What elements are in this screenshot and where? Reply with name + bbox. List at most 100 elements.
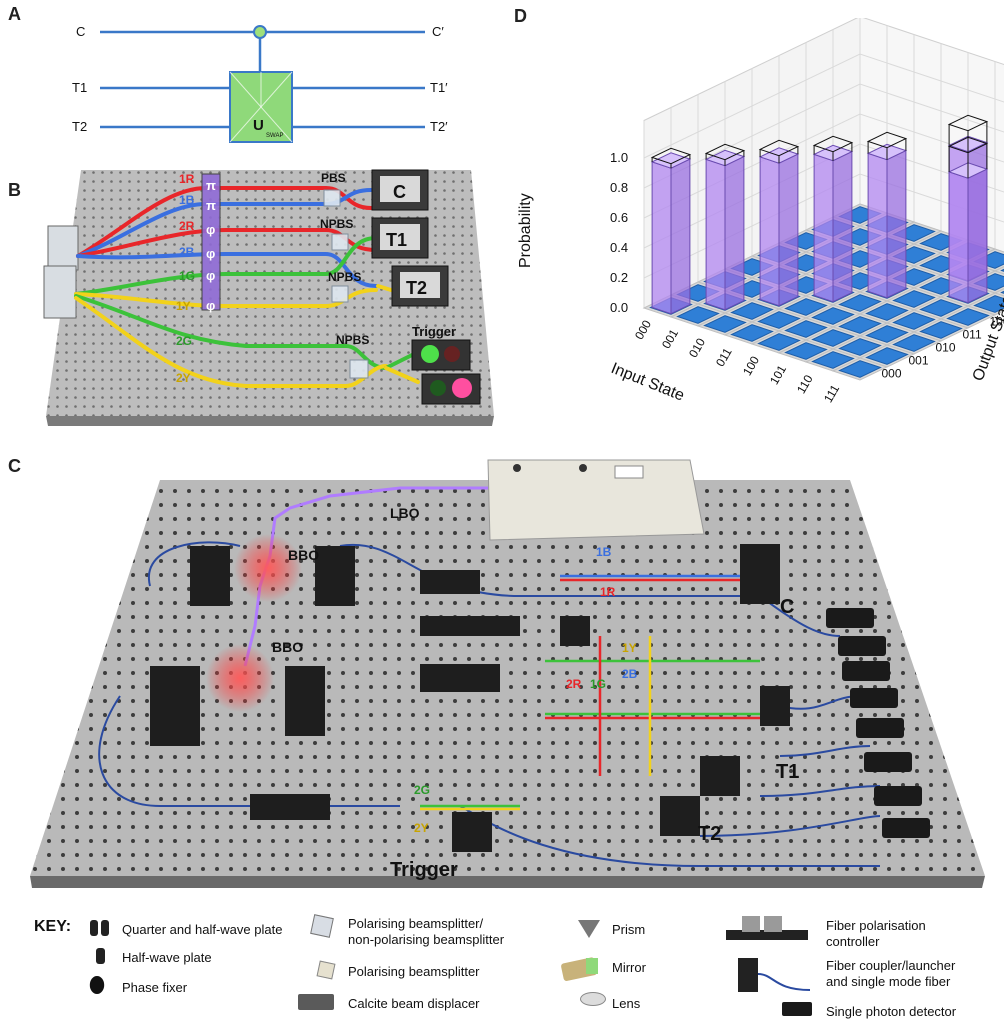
- chart-floor-tile: [892, 312, 936, 330]
- label-lbo: LBO: [390, 505, 420, 521]
- detector-t2: T2: [391, 265, 449, 307]
- detector-t1: T1: [371, 217, 429, 259]
- panel-a-letter: A: [8, 4, 21, 24]
- chart-floor-tile: [757, 333, 801, 351]
- key-item-prism: Prism: [612, 922, 646, 937]
- panel-c-letter: C: [8, 456, 21, 476]
- plate-symbol-6: φ: [206, 298, 215, 313]
- key-item-quarter-half: Quarter and half-wave plate: [122, 922, 283, 937]
- lens-icon: [580, 992, 606, 1006]
- beam-1b: [76, 188, 373, 258]
- chart-floor-tile: [919, 321, 963, 339]
- beam-label-1y: 1Y: [176, 299, 191, 313]
- trigger-detector-lower: [421, 373, 481, 405]
- output-label-t2: T2′: [430, 119, 448, 134]
- chart-floor-tile: [1000, 268, 1004, 272]
- label-2y: 2Y: [414, 821, 429, 835]
- chart-floor-tile: [811, 329, 855, 347]
- chart-floor-tile: [838, 294, 882, 312]
- x-tick-label: 111: [821, 382, 842, 405]
- label-t2: T2: [698, 823, 721, 845]
- z-tick-label: 0.0: [610, 300, 628, 315]
- key-item-detector: Single photon detector: [826, 1004, 957, 1019]
- y-tick-label: 010: [936, 341, 956, 355]
- prism-icon: [578, 920, 600, 938]
- beam-label-1b: 1B: [179, 193, 195, 207]
- key-item-pbs: Polarising beamsplitter: [348, 964, 480, 979]
- label-1y: 1Y: [622, 641, 637, 655]
- fiber-controller-icon: [726, 916, 808, 940]
- key-item-half: Half-wave plate: [122, 950, 212, 965]
- plate-symbol-5: φ: [206, 268, 215, 283]
- chart-floor-tile: [730, 324, 774, 342]
- beam-label-2g: 2G: [176, 334, 192, 348]
- detector-c: C: [371, 169, 429, 211]
- chart-floor-tile: [676, 306, 720, 324]
- z-tick-label: 0.6: [610, 210, 628, 225]
- y-tick-label: 000: [882, 367, 902, 381]
- chart-floor-tile: [865, 325, 909, 343]
- output-label-c: C′: [432, 24, 444, 39]
- z-tick-label: 0.2: [610, 270, 628, 285]
- chart-floor-tile: [757, 311, 801, 329]
- experimental-bench: LBO BBO BBO 1B 1R C 1Y 2B 2R 1G T1 T2 2G…: [30, 459, 985, 888]
- y-tick-label: 001: [909, 354, 929, 368]
- chart-floor-tile: [784, 320, 828, 338]
- input-label-t2: T2: [72, 119, 87, 134]
- label-trigger: Trigger: [390, 859, 458, 881]
- beam-label-2b: 2B: [179, 245, 195, 259]
- label-2b: 2B: [622, 667, 638, 681]
- chart-floor-tile: [973, 251, 1004, 269]
- svg-text:C: C: [393, 182, 406, 202]
- output-label-t1: T1′: [430, 80, 448, 95]
- label-1r: 1R: [600, 585, 616, 599]
- plate-symbol-3: φ: [206, 222, 215, 237]
- fiber-coupler-icon: [738, 958, 811, 992]
- gate-label: U: [253, 117, 264, 134]
- label-2g: 2G: [414, 783, 430, 797]
- chart-grid-line: [643, 83, 1004, 189]
- pump-beam: [243, 486, 488, 667]
- chart-floor-cell: [993, 288, 1004, 297]
- label-t1: T1: [776, 761, 799, 783]
- key-item-mirror: Mirror: [612, 960, 646, 975]
- pbs-npbs-icon: [310, 914, 334, 938]
- beam-2b: [76, 252, 378, 288]
- svg-text:T1: T1: [386, 230, 407, 250]
- quarter-half-wave-plate-icon: [90, 920, 110, 936]
- key-item-phase: Phase fixer: [122, 980, 188, 995]
- y-tick-label: 011: [963, 328, 982, 342]
- key-item-lens: Lens: [612, 996, 641, 1011]
- chart-floor-tile: [865, 347, 909, 365]
- circuit-diagram: U SWAP C T1 T2 C′ T1′ T2′: [72, 24, 448, 143]
- chart-bar-010-010: [758, 139, 800, 307]
- label-c: C: [780, 596, 794, 618]
- schematic-bench: π π φ φ φ φ 1R 1B 2R 2B 1G 1Y 2G 2Y PBS …: [43, 169, 494, 426]
- x-tick-label: 000: [632, 317, 654, 342]
- panel-b-letter: B: [8, 180, 21, 200]
- chart-floor-tile: [811, 307, 855, 325]
- calcite-displacer-icon: [298, 994, 334, 1010]
- z-tick-label: 0.8: [610, 180, 628, 195]
- chart-bar-100-100: [866, 131, 908, 299]
- chart-floor-tile: [865, 303, 909, 321]
- chart-bar-110-101: [947, 136, 989, 304]
- chart-floor-tile: [811, 351, 855, 369]
- chart-floor-tile: [1000, 290, 1004, 294]
- label-1g: 1G: [590, 677, 606, 691]
- x-tick-label: 100: [740, 353, 762, 378]
- x-tick-label: 001: [659, 326, 681, 351]
- pbs-icon: [316, 960, 336, 980]
- chart-floor-tile: [892, 290, 936, 308]
- phase-plate-stack: π π φ φ φ φ: [201, 173, 221, 313]
- control-dot: [253, 25, 267, 39]
- chart-floor-tile: [892, 334, 936, 352]
- chart-floor-tile: [973, 273, 1004, 291]
- chart-floor-tile: [838, 338, 882, 356]
- x-tick-label: 101: [767, 362, 789, 387]
- z-tick-label: 0.4: [610, 240, 628, 255]
- chart-bar-001-001: [704, 143, 746, 311]
- uswap-gate: U SWAP: [229, 71, 293, 143]
- plate-symbol-1: π: [206, 178, 216, 193]
- chart-floor-tile: [919, 299, 963, 317]
